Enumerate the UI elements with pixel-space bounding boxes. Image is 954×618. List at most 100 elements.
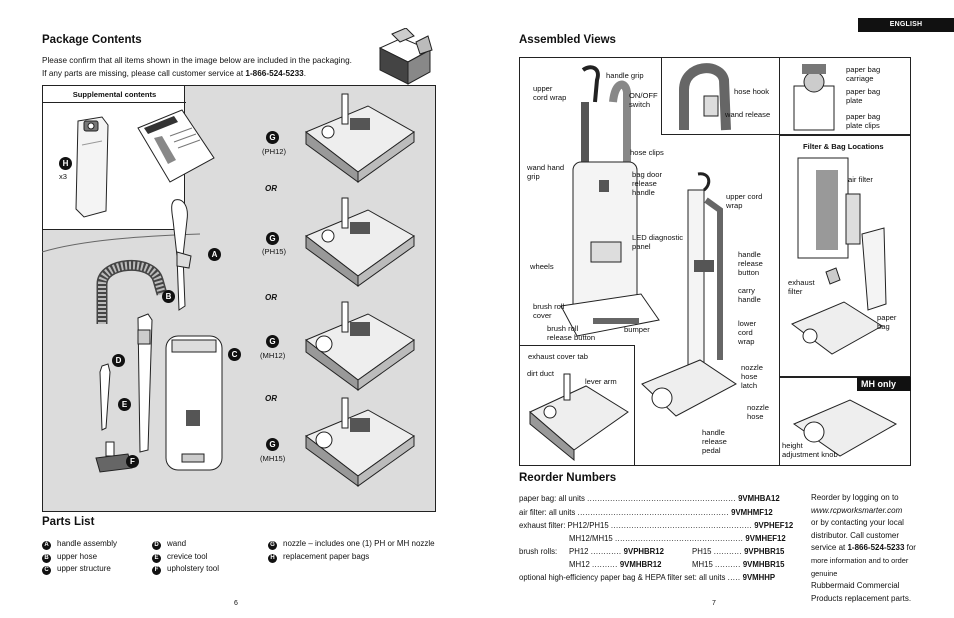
upright-vacuum-front bbox=[560, 65, 660, 337]
badge-f: F bbox=[126, 455, 139, 468]
upholstery-tool-illustration bbox=[95, 441, 133, 473]
label-air-filter: air filter bbox=[848, 175, 873, 184]
label-wheels: wheels bbox=[530, 262, 554, 271]
reorder-optional: optional high-efficiency paper bag & HEP… bbox=[519, 573, 776, 582]
exhaust-cover-illustration bbox=[529, 373, 629, 462]
label-exhaust-cover-tab: exhaust cover tab bbox=[528, 352, 588, 361]
reorder-brush-rolls-label: brush rolls: bbox=[519, 547, 558, 556]
badge-h: H bbox=[59, 157, 72, 170]
nozzle-ph15-illustration bbox=[305, 197, 415, 287]
label-brush-roll-release: brush roll release button bbox=[547, 324, 596, 343]
package-box-illustration bbox=[378, 28, 433, 85]
reorder-side-line-8: Products replacement parts. bbox=[811, 593, 912, 603]
upper-hose-illustration bbox=[96, 260, 168, 324]
or-label-2: OR bbox=[265, 293, 277, 302]
crevice-tool-illustration bbox=[99, 363, 111, 431]
badge-b: B bbox=[162, 290, 175, 303]
label-hose-hook: hose hook bbox=[734, 87, 770, 96]
reorder-brush-ph15: PH15 ........... 9VPHBR15 bbox=[692, 547, 785, 556]
divider bbox=[43, 102, 186, 103]
label-paper-bag-carriage: paper bag carriage bbox=[846, 65, 881, 84]
language-badge: ENGLISH bbox=[858, 18, 954, 32]
paper-bag-illustration bbox=[75, 116, 109, 218]
model-label-ph15: (PH15) bbox=[262, 247, 287, 256]
badge-e: E bbox=[118, 398, 131, 411]
label-nozzle-hose-latch: nozzle hose latch bbox=[741, 363, 763, 391]
package-contents-title: Package Contents bbox=[42, 34, 142, 46]
badge-g-4: G bbox=[266, 438, 279, 451]
label-lever-arm: lever arm bbox=[585, 377, 617, 386]
label-upper-cord-wrap-left: upper cord wrap bbox=[533, 84, 567, 103]
label-wand-hand-grip: wand hand grip bbox=[527, 163, 565, 182]
label-carry-handle: carry handle bbox=[738, 286, 761, 305]
model-label-mh15: (MH15) bbox=[260, 454, 286, 463]
label-lower-cord-wrap: lower cord wrap bbox=[738, 319, 757, 347]
reorder-side-text: Reorder by logging on to www.rcpworksmar… bbox=[811, 492, 931, 605]
mh-only-badge: MH only bbox=[857, 377, 911, 391]
label-hose-clips: hose clips bbox=[630, 148, 664, 157]
reorder-row-exhaust-ph: exhaust filter: PH12/PH15 ..............… bbox=[519, 521, 794, 530]
reorder-row-exhaust-mh: MH12/MH15 ..............................… bbox=[569, 534, 786, 543]
paper-bag-plate-illustration bbox=[793, 64, 835, 131]
manual-booklet-illustration bbox=[137, 109, 215, 183]
parts-list-title: Parts List bbox=[42, 516, 95, 528]
wand-illustration bbox=[137, 313, 153, 453]
reorder-brush-mh15: MH15 .......... 9VMHBR15 bbox=[692, 560, 785, 569]
label-upper-cord-wrap-right: upper cord wrap bbox=[726, 192, 763, 211]
badge-g-1: G bbox=[266, 131, 279, 144]
nozzle-mh15-illustration bbox=[305, 397, 415, 487]
upright-vacuum-side bbox=[641, 172, 737, 417]
badge-d: D bbox=[112, 354, 125, 367]
label-bag-door-release: bag door release handle bbox=[632, 170, 662, 198]
model-label-mh12: (MH12) bbox=[260, 351, 286, 360]
filter-bag-title: Filter & Bag Locations bbox=[803, 142, 884, 151]
badge-g-2: G bbox=[266, 232, 279, 245]
reorder-row-paper-bag: paper bag: all units ...................… bbox=[519, 494, 780, 503]
label-nozzle-hose: nozzle hose bbox=[747, 403, 769, 422]
badge-c: C bbox=[228, 348, 241, 361]
label-led-diagnostic: LED diagnostic panel bbox=[632, 233, 684, 252]
hose-hook-illustration bbox=[679, 63, 731, 131]
handle-assembly-illustration bbox=[171, 199, 192, 311]
reorder-side-line-3: or by contacting your local bbox=[811, 518, 904, 528]
reorder-numbers-title: Reorder Numbers bbox=[519, 472, 617, 484]
label-on-off-switch: ON/OFF switch bbox=[629, 91, 658, 110]
supplemental-title: Supplemental contents bbox=[72, 90, 157, 99]
nozzle-ph12-illustration bbox=[305, 93, 415, 183]
page-number-right: 7 bbox=[712, 600, 716, 607]
reorder-brush-mh12: MH12 .......... 9VMHBR12 bbox=[569, 560, 662, 569]
intro-line-2: If any parts are missing, please call cu… bbox=[42, 68, 306, 78]
label-bumper: bumper bbox=[624, 325, 650, 334]
reorder-side-line-5: service at 1-866-524-5233 for bbox=[811, 543, 916, 553]
reorder-side-line-6: more information and to order genuine bbox=[811, 555, 909, 578]
reorder-side-line-1: Reorder by logging on to bbox=[811, 493, 899, 502]
model-label-ph12: (PH12) bbox=[262, 147, 287, 156]
label-dirt-duct: dirt duct bbox=[527, 369, 555, 378]
upper-structure-illustration bbox=[165, 335, 223, 471]
badge-a: A bbox=[208, 248, 221, 261]
reorder-url-link[interactable]: www.rcpworksmarter.com bbox=[811, 505, 903, 515]
intro-line-1: Please confirm that all items shown in t… bbox=[42, 56, 352, 65]
package-intro: Please confirm that all items shown in t… bbox=[42, 55, 442, 80]
nozzle-mh12-illustration bbox=[305, 301, 415, 391]
filter-bag-illustration bbox=[791, 157, 887, 355]
reorder-side-line-4: distributor. Call customer bbox=[811, 530, 900, 540]
badge-g-3: G bbox=[266, 335, 279, 348]
label-handle-release-button: handle release button bbox=[738, 250, 763, 278]
label-paper-bag-plate-clips: paper bag plate clips bbox=[846, 112, 881, 131]
label-handle-release-pedal: handle release pedal bbox=[702, 428, 727, 456]
h-qty: x3 bbox=[59, 172, 68, 181]
reorder-brush-ph12: PH12 ............ 9VPHBR12 bbox=[569, 547, 664, 556]
or-label-1: OR bbox=[265, 184, 277, 193]
label-exhaust-filter: exhaust filter bbox=[788, 278, 815, 297]
label-paper-bag-plate: paper bag plate bbox=[846, 87, 881, 106]
reorder-row-air-filter: air filter: all units ..................… bbox=[519, 508, 773, 517]
label-wand-release: wand release bbox=[725, 110, 771, 119]
